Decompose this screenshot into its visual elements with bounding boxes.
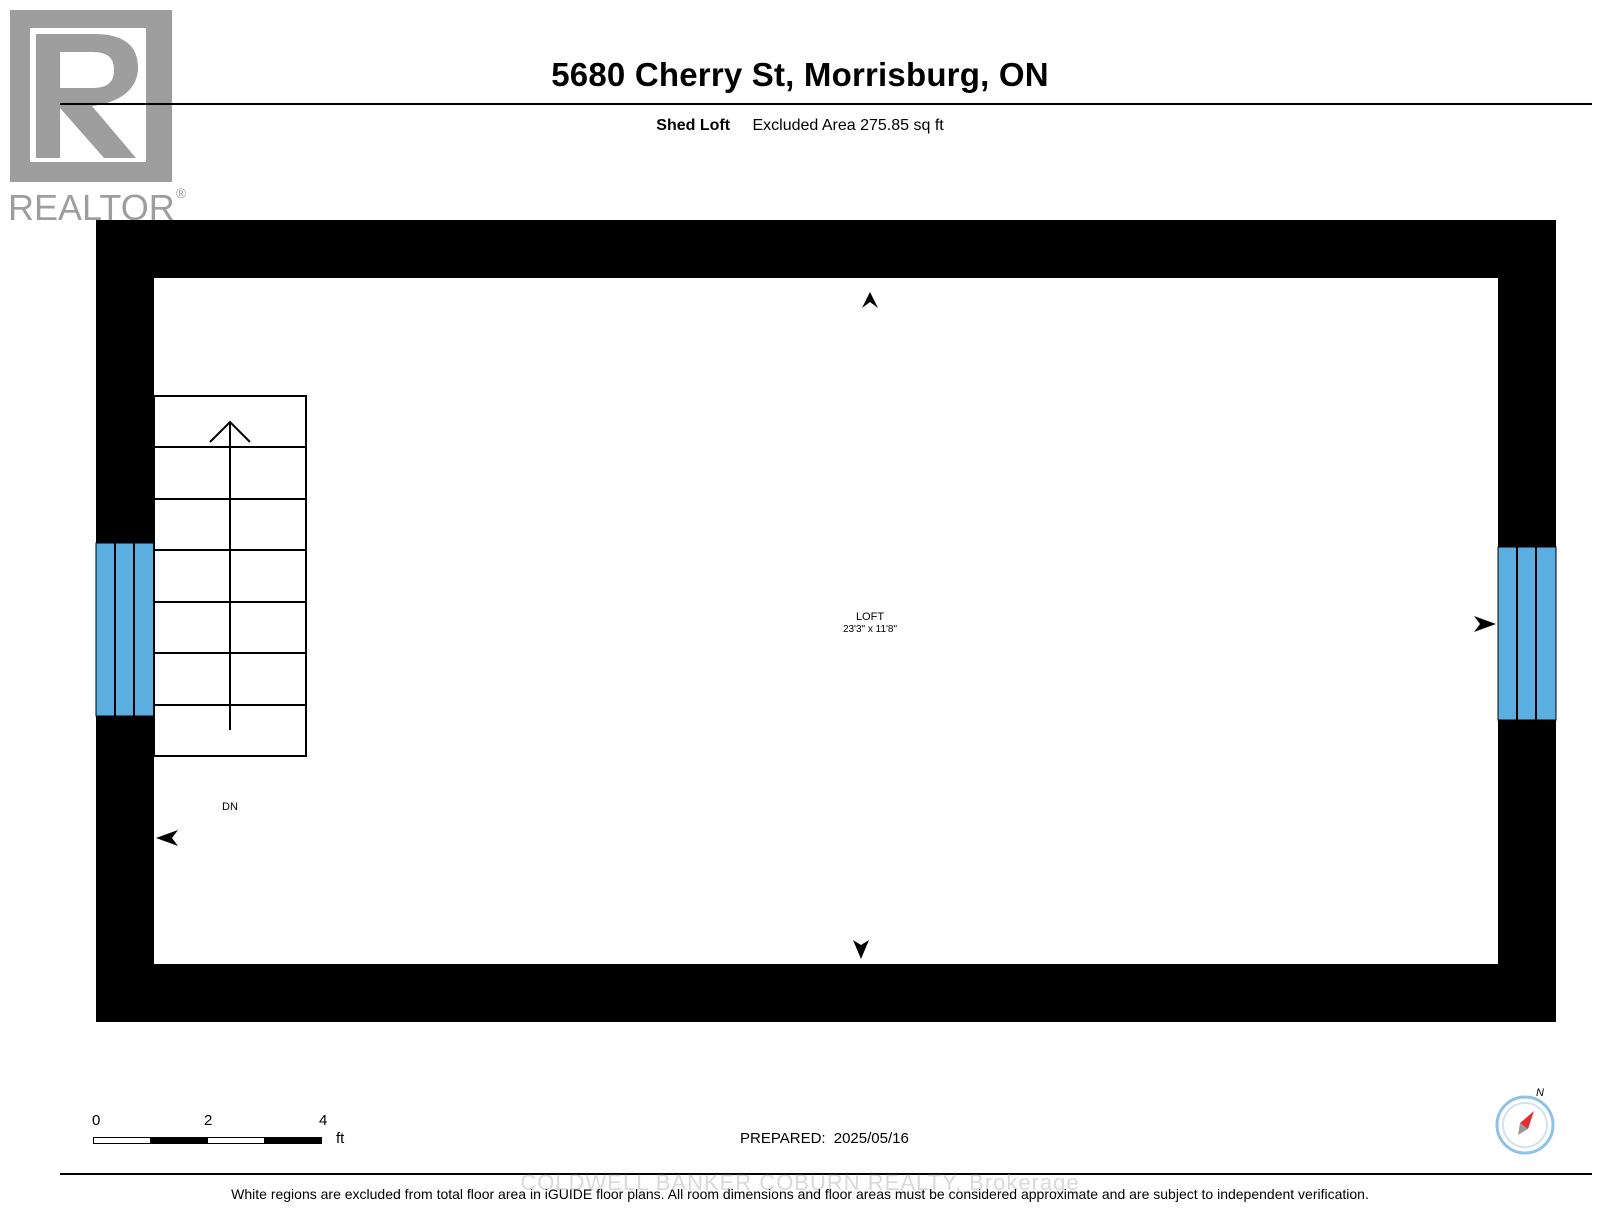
window-left xyxy=(95,542,155,717)
prepared-value: 2025/05/16 xyxy=(833,1130,909,1147)
footer-divider xyxy=(60,1173,1592,1175)
compass-icon: N xyxy=(1495,1087,1555,1155)
arrow-up-icon xyxy=(862,292,878,308)
room-name: LOFT xyxy=(855,611,885,623)
scale-bar: 0 2 4 ft xyxy=(90,1112,370,1152)
scale-segment xyxy=(207,1137,265,1144)
prepared-date: PREPARED: 2025/05/16 xyxy=(740,1130,909,1147)
scale-segment xyxy=(264,1137,322,1144)
stairs-icon xyxy=(153,395,307,757)
disclaimer: White regions are excluded from total fl… xyxy=(231,1186,1369,1202)
arrow-right-icon xyxy=(1474,616,1496,632)
window-right xyxy=(1497,546,1557,721)
excluded-area: Excluded Area 275.85 sq ft xyxy=(752,117,944,134)
prepared-label: PREPARED: xyxy=(740,1130,826,1147)
arrow-down-icon xyxy=(853,940,869,959)
floor-subtitle: Shed Loft Excluded Area 275.85 sq ft xyxy=(0,117,1600,135)
svg-text:®: ® xyxy=(176,185,187,201)
scale-segment xyxy=(93,1137,151,1144)
arrow-left-icon xyxy=(156,830,178,846)
page-title: 5680 Cherry St, Morrisburg, ON xyxy=(551,56,1049,93)
scale-tick: 4 xyxy=(319,1112,328,1129)
title-divider xyxy=(60,103,1592,105)
scale-unit: ft xyxy=(336,1130,345,1147)
scale-tick: 0 xyxy=(92,1112,101,1129)
watermark: COLDWELL BANKER COBURN REALTY, Brokerage xyxy=(520,1170,1080,1195)
stairs-down-label: DN xyxy=(222,801,238,813)
scale-tick: 2 xyxy=(204,1112,213,1129)
room-dimensions: 23'3" x 11'8" xyxy=(842,624,898,635)
scale-segment xyxy=(150,1137,208,1144)
compass-north-label: N xyxy=(1536,1087,1544,1099)
floor-name: Shed Loft xyxy=(656,117,731,134)
realtor-logo: REALTOR ® xyxy=(8,10,187,228)
realtor-logo-icon xyxy=(10,10,172,182)
